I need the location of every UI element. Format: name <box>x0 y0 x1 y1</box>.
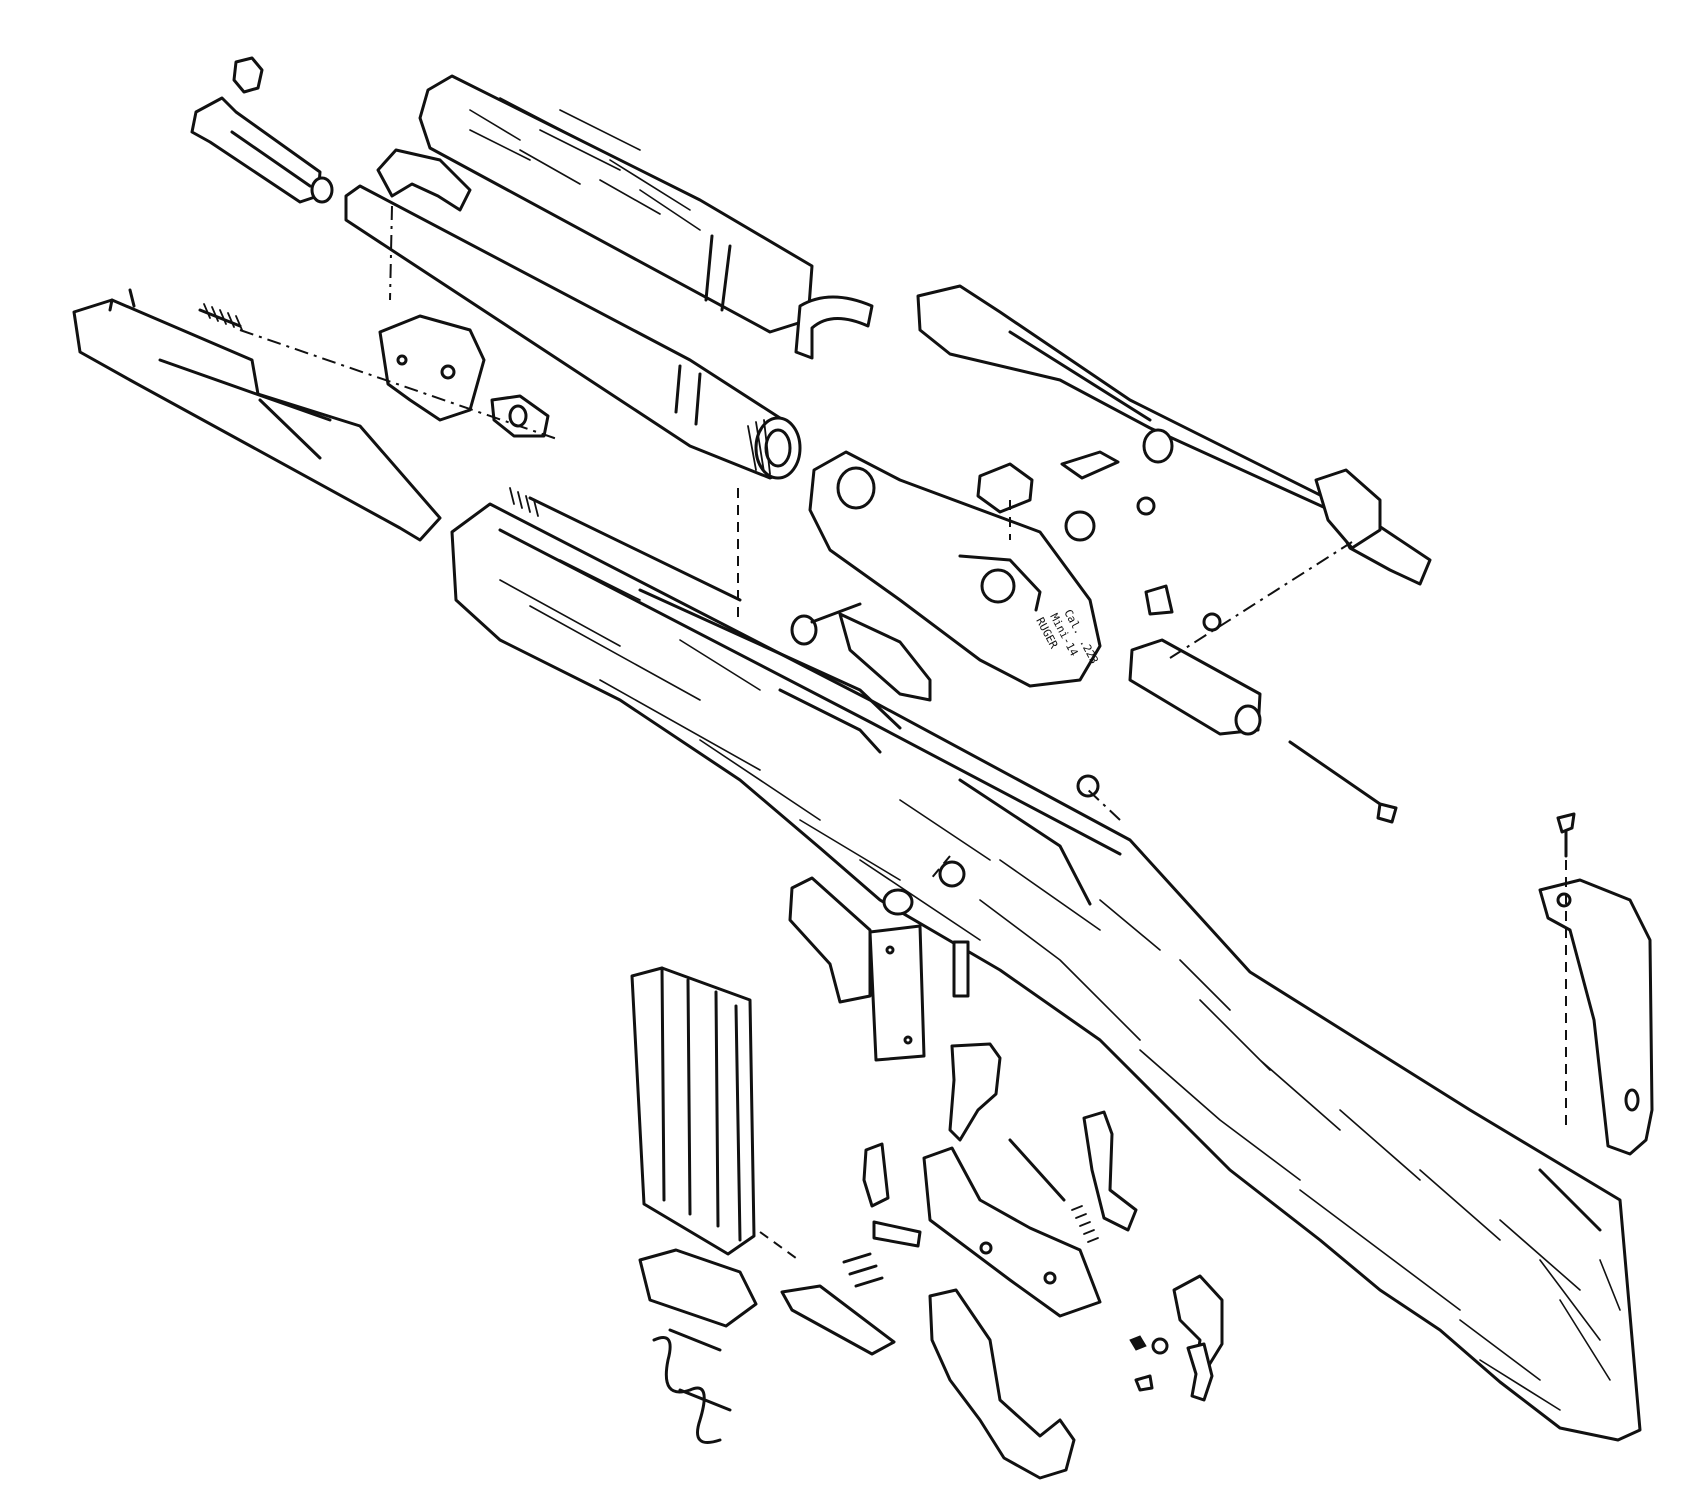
bolt <box>1128 638 1262 736</box>
magazine-spring <box>652 1328 732 1444</box>
trigger <box>1172 1274 1224 1402</box>
ejector <box>1082 1110 1138 1232</box>
gas-tube-assembly <box>190 96 334 204</box>
bolt-lock-plate <box>838 612 932 702</box>
extractor <box>1144 584 1222 632</box>
barrel <box>344 184 802 480</box>
magazine <box>630 966 756 1256</box>
front-sight-cover <box>232 56 264 94</box>
slide-rail <box>72 288 442 542</box>
magazine-follower <box>638 1248 758 1328</box>
trigger-pins <box>842 1252 1169 1392</box>
rear-sight-knob <box>1064 496 1156 542</box>
stock-screw <box>882 774 1100 916</box>
barrel-band <box>376 148 472 212</box>
hammer <box>948 1042 1002 1142</box>
stock <box>450 502 1642 1442</box>
firing-pin <box>1288 740 1398 824</box>
hammer-spring <box>1071 1205 1099 1243</box>
butt-plate <box>1538 878 1654 1156</box>
front-screw <box>790 602 862 646</box>
handguard-band-clip <box>794 295 874 360</box>
hammer-strut <box>1008 1138 1066 1202</box>
recoil-spring-guide <box>509 487 742 602</box>
trigger-housing-plate <box>868 924 970 1062</box>
trigger-guard-spring <box>788 876 872 1004</box>
rear-sight-assembly <box>976 450 1120 514</box>
operating-slide <box>916 284 1432 586</box>
gas-port-bushing <box>490 394 550 438</box>
assembly-lines <box>239 205 1567 1259</box>
recoil-spring <box>198 303 243 331</box>
gas-block <box>378 314 486 422</box>
butt-plate-screw <box>1556 812 1576 858</box>
trigger-housing <box>922 1146 1102 1318</box>
receiver: RUGER Mini-14 Cal. .223 <box>808 450 1102 688</box>
safety <box>862 1142 922 1248</box>
trigger-guard <box>928 1288 1076 1480</box>
magazine-floor-plate <box>780 1284 896 1356</box>
